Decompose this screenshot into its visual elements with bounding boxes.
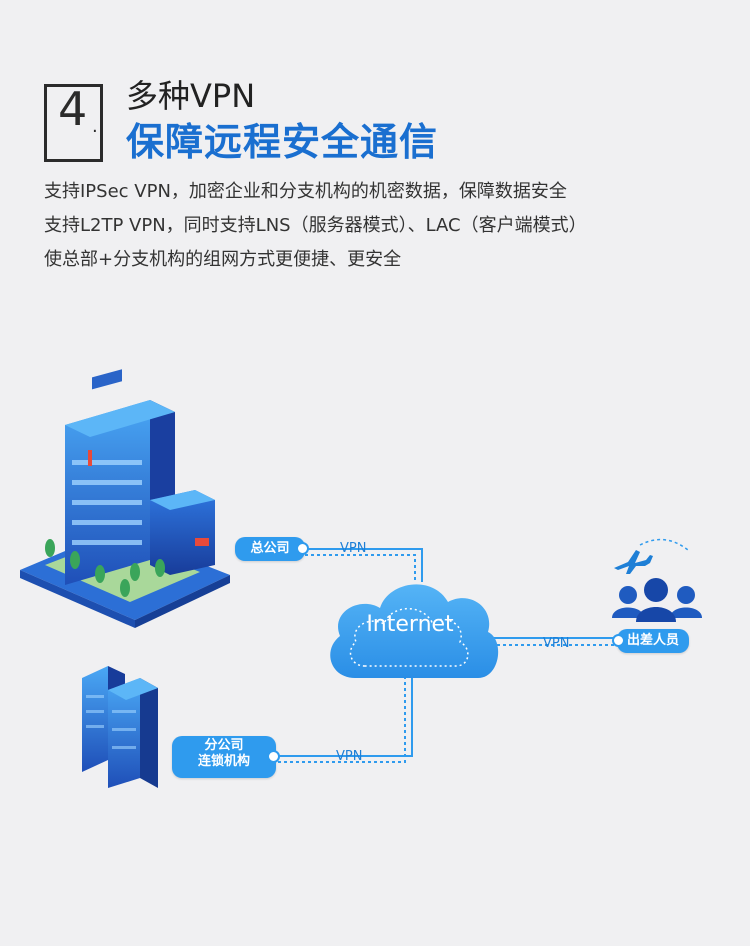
description-line-1: 支持IPSec VPN，加密企业和分支机构的机密数据，保障数据安全 xyxy=(44,181,567,202)
hq-label: 总公司 xyxy=(235,537,309,561)
branch-connector-dot xyxy=(267,750,280,763)
people-icon xyxy=(612,578,702,622)
cloud-label: Internet xyxy=(366,612,454,637)
travel-label: 出差人员 xyxy=(612,629,689,653)
branch-building-icon xyxy=(82,666,158,788)
header: 4 . 多种VPN 保障远程安全通信 xyxy=(44,72,724,172)
diagram-graphics xyxy=(20,369,702,788)
title-line-1: 多种VPN xyxy=(126,77,256,115)
hq-building-icon xyxy=(20,369,230,628)
vpn-label-hq: VPN xyxy=(340,541,367,556)
title-line-2: 保障远程安全通信 xyxy=(126,120,439,164)
travel-label-text: 出差人员 xyxy=(626,633,679,648)
cloud-icon xyxy=(330,584,499,678)
network-diagram: 总公司 分公司 连锁机构 出差人员 VPN VPN VPN Internet xyxy=(0,360,750,840)
hq-label-text: 总公司 xyxy=(250,541,290,556)
branch-label-line-1: 分公司 xyxy=(204,738,244,753)
branch-label-line-2: 连锁机构 xyxy=(197,754,250,769)
section-number-dot: . xyxy=(92,116,98,137)
travel-connector-dot xyxy=(612,634,625,647)
hq-connector-dot xyxy=(296,542,309,555)
vpn-label-travel: VPN xyxy=(543,636,570,651)
airplane-icon xyxy=(614,538,689,574)
description-line-3: 使总部+分支机构的组网方式更便捷、更安全 xyxy=(44,249,402,270)
vpn-label-branch: VPN xyxy=(336,749,363,764)
description-line-2: 支持L2TP VPN，同时支持LNS（服务器模式）、LAC（客户端模式） xyxy=(44,215,587,236)
number-frame xyxy=(44,84,103,162)
description: 支持IPSec VPN，加密企业和分支机构的机密数据，保障数据安全 支持L2TP… xyxy=(44,175,724,277)
vpn-lines xyxy=(278,548,617,763)
branch-label: 分公司 连锁机构 xyxy=(172,736,280,778)
section-number: 4 xyxy=(58,82,88,136)
